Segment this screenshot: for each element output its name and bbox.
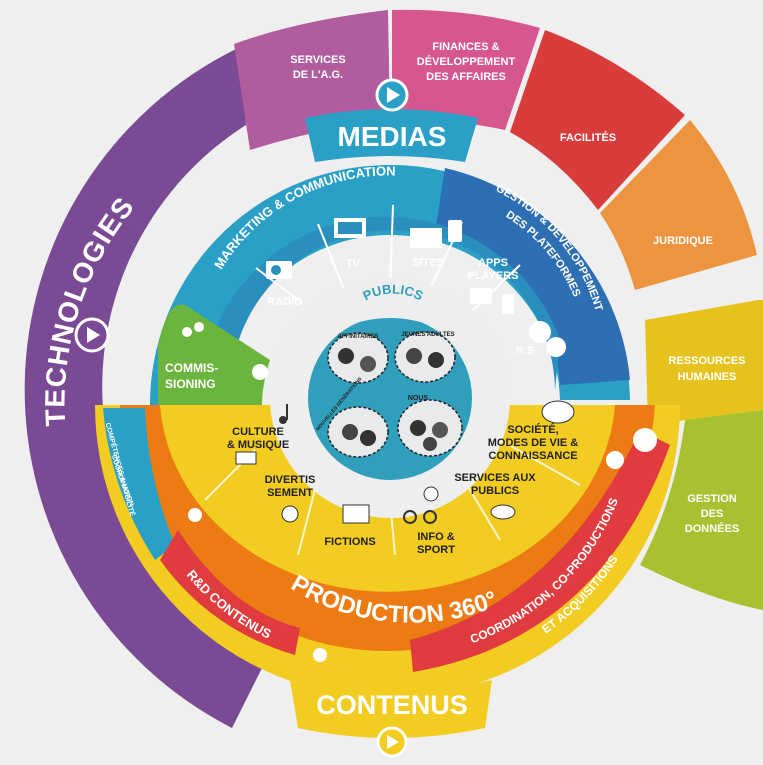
genre-services-publics-label[interactable]: SERVICES AUX <box>454 472 536 484</box>
face-icon <box>342 424 358 440</box>
channel-label: R.S <box>516 345 534 357</box>
face-icon <box>423 437 437 451</box>
technologies-segment[interactable] <box>24 48 266 728</box>
facebook-icon <box>529 321 551 343</box>
tablet-icon <box>470 288 492 304</box>
publics-group-label: NOUS <box>408 395 429 402</box>
channel-radio[interactable]: RADIO <box>266 261 303 308</box>
gears-icon <box>182 322 204 337</box>
phone-icon <box>502 294 514 314</box>
publics-group-jeunes-adultes[interactable] <box>394 331 456 383</box>
face-icon <box>406 348 422 364</box>
genre-societe-label[interactable]: SOCIÉTÉ, <box>507 423 558 436</box>
genre-info-sport-label[interactable]: INFO & <box>417 531 454 543</box>
genre-divertissement-label[interactable]: DIVERTIS <box>265 474 316 486</box>
ressources-label: RESSOURCES <box>668 355 745 367</box>
gestion-plateformes-band[interactable] <box>435 168 630 385</box>
gestion-donnees-label: DONNÉES <box>685 522 739 535</box>
lightbulb-icon <box>313 648 327 662</box>
rd-contenus-band[interactable] <box>160 530 300 655</box>
channel-label: PLAYERS <box>468 270 519 282</box>
channel-label: APPS <box>478 257 508 269</box>
face-icon <box>428 352 444 368</box>
coproductions-band[interactable] <box>410 430 670 672</box>
publics-group-affinitaires[interactable] <box>327 332 389 384</box>
face-icon <box>432 422 448 438</box>
twitter-icon <box>546 337 566 357</box>
channel-dividers <box>255 204 521 319</box>
channel-sites[interactable]: SITES <box>410 220 462 269</box>
channel-label: SITES <box>412 257 444 269</box>
medias-banner[interactable] <box>305 109 478 162</box>
commissioning-label: SIONING <box>165 377 216 391</box>
face-icon <box>410 420 426 436</box>
facilites-label: FACILITÉS <box>560 131 616 144</box>
publics-title: PUBLICS <box>360 282 426 304</box>
gestion-donnees-label: DES <box>701 508 724 520</box>
genre-info-sport-label[interactable]: SPORT <box>417 544 455 556</box>
genre-culture-label[interactable]: & MUSIQUE <box>227 439 289 451</box>
publics-label-banner <box>340 305 440 328</box>
finances-label: DES AFFAIRES <box>426 71 506 83</box>
coordination-competences-band[interactable] <box>103 408 175 560</box>
publics-group-nous[interactable] <box>397 399 463 457</box>
book-icon <box>235 451 257 465</box>
cyclist-icon <box>403 510 437 524</box>
publics-group-label: JEUNES ADULTES <box>401 332 454 338</box>
gestion-donnees-segment[interactable] <box>640 410 763 610</box>
genre-services-publics-label[interactable]: PUBLICS <box>471 485 519 497</box>
face-icon <box>338 348 354 364</box>
juridique-segment[interactable] <box>600 120 757 290</box>
facilites-segment[interactable] <box>510 30 685 210</box>
juridique-label: JURIDIQUE <box>653 235 713 247</box>
play-icon <box>387 735 399 749</box>
commissioning-label: COMMIS- <box>165 361 218 375</box>
finances-label: FINANCES & <box>432 41 499 53</box>
face-icon <box>360 356 376 372</box>
gears-icon <box>606 428 657 469</box>
speech-bubble-icon <box>541 400 575 424</box>
contenus-title: CONTENUS <box>316 690 468 720</box>
lightbulb-icon <box>188 508 202 522</box>
globe-icon <box>423 486 439 502</box>
smiley-icon <box>281 505 299 523</box>
genre-culture-label[interactable]: CULTURE <box>232 426 284 438</box>
channel-rs[interactable]: R.S <box>516 321 566 357</box>
music-note-icon <box>279 404 288 424</box>
channel-apps[interactable]: APPS PLAYERS <box>468 257 519 314</box>
genre-societe-label[interactable]: CONNAISSANCE <box>488 450 577 462</box>
laptop-icon <box>410 228 442 248</box>
cloud-icon <box>490 504 516 520</box>
channel-label: RADIO <box>267 296 303 308</box>
finances-label: DÉVELOPPEMENT <box>417 55 516 68</box>
play-icon <box>87 327 100 343</box>
services-ag-label: SERVICES <box>290 54 345 66</box>
services-ag-label: DE L'A.G. <box>293 69 343 81</box>
clapperboard-icon <box>342 504 370 524</box>
publics-group-label: AFFINITAIRES <box>338 334 379 340</box>
genre-divertissement-label[interactable]: SEMENT <box>267 487 313 499</box>
play-icon <box>387 87 400 103</box>
channel-tv[interactable]: TV <box>334 218 366 270</box>
medias-title: MEDIAS <box>338 121 447 152</box>
lightbulb-icon <box>252 364 268 380</box>
genre-fictions-label[interactable]: FICTIONS <box>324 536 375 548</box>
contenus-banner[interactable] <box>290 680 492 738</box>
genre-societe-label[interactable]: MODES DE VIE & <box>488 437 579 449</box>
channel-label: TV <box>346 258 361 270</box>
face-icon <box>360 430 376 446</box>
finances-segment[interactable] <box>392 9 540 130</box>
publics-groups <box>327 331 463 458</box>
gestion-donnees-label: GESTION <box>687 493 737 505</box>
ressources-label: HUMAINES <box>678 371 737 383</box>
ressources-segment[interactable] <box>645 300 763 425</box>
